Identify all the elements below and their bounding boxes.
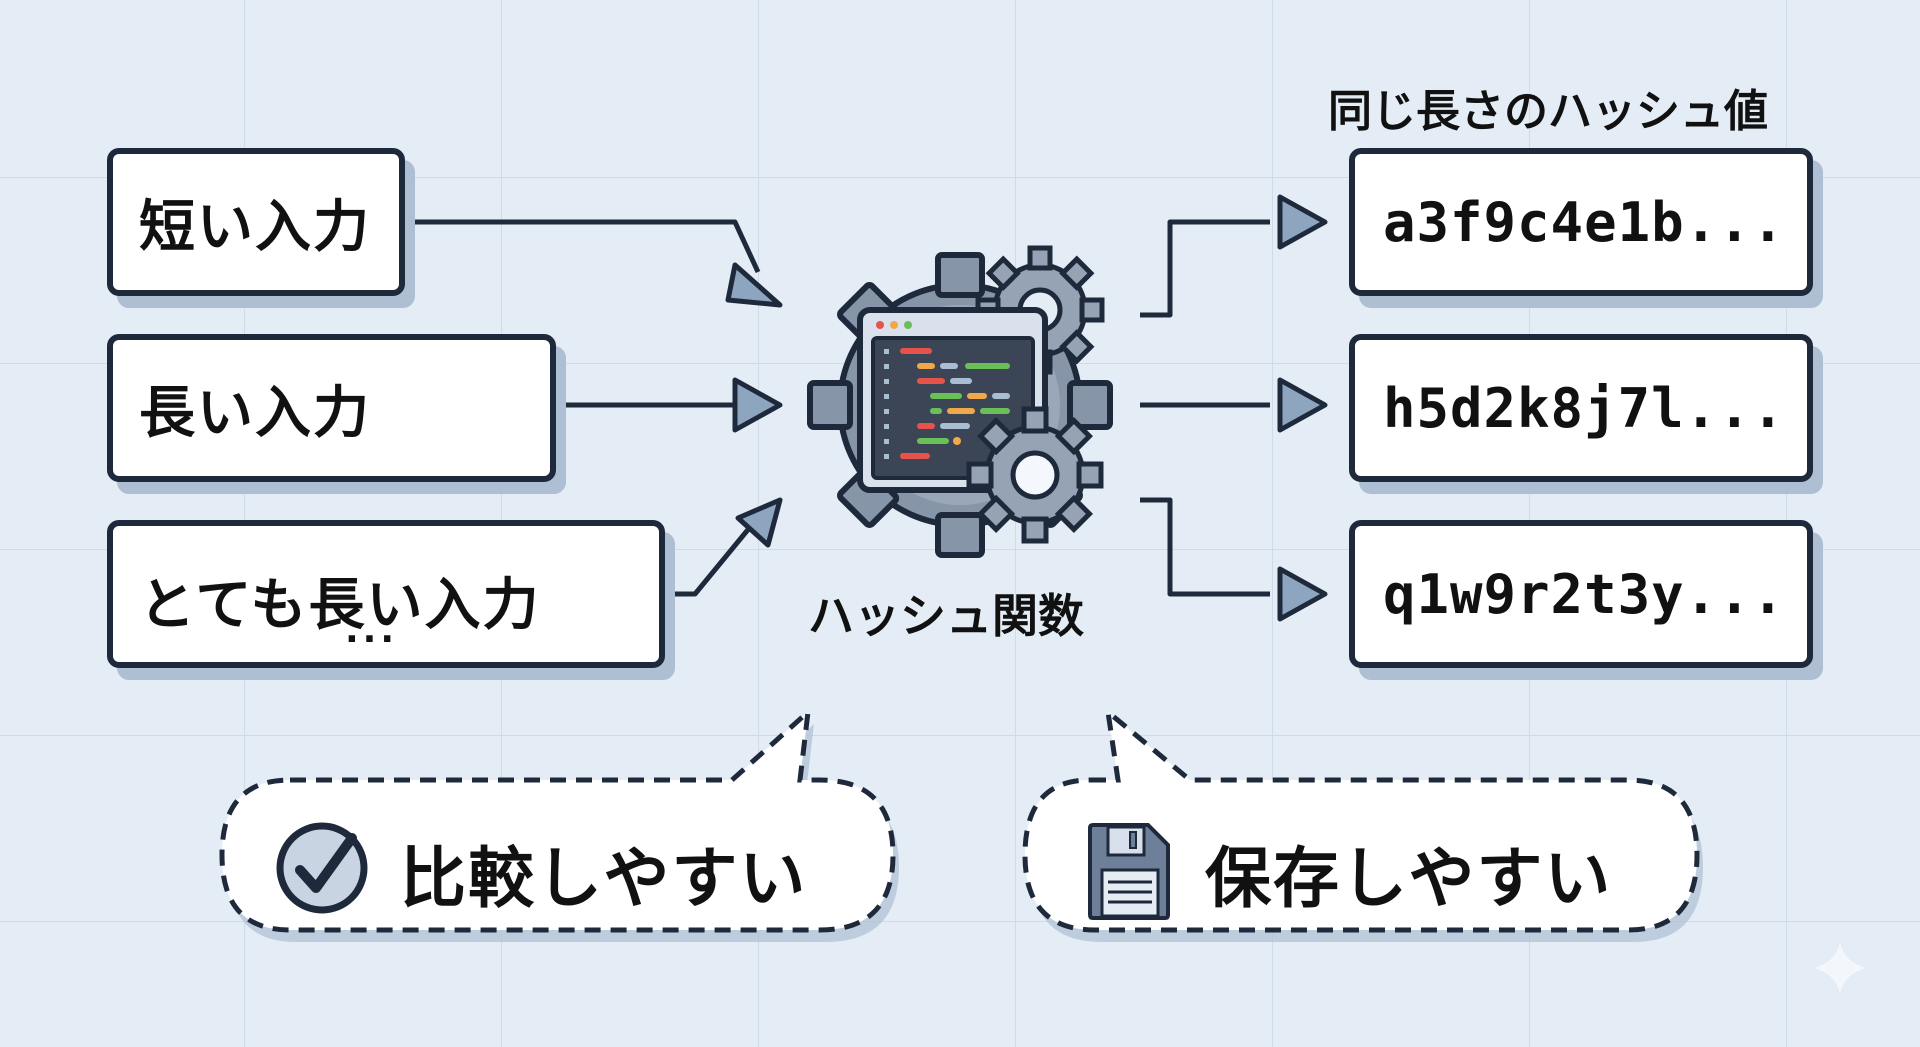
input-box-long: 長い入力: [107, 334, 556, 482]
arrow-very-long-input: [665, 513, 762, 597]
input-label-long: 長い入力: [139, 380, 371, 446]
bubble-store-shape: [1022, 705, 1703, 942]
code-lines: [884, 348, 1010, 459]
hash-value-3: q1w9r2t3y...: [1383, 562, 1786, 626]
arrowhead-3: [735, 497, 783, 548]
arrowhead-4: [1277, 194, 1328, 250]
outputs-title: 同じ長さのハッシュ値: [1328, 86, 1768, 137]
arrow-output-3: [1140, 497, 1270, 597]
hash-function-icon: [807, 245, 1113, 558]
bubble-compare-shape: [219, 705, 899, 942]
input-box-very-long: とても長い入力: [107, 520, 665, 668]
hash-value-1: a3f9c4e1b...: [1383, 190, 1786, 254]
benefit-store-label: 保存しやすい: [1205, 840, 1613, 917]
check-circle-icon: [276, 822, 368, 914]
hash-output-box-1: a3f9c4e1b...: [1349, 148, 1813, 296]
arrowhead-6: [1277, 566, 1328, 622]
hash-output-box-3: q1w9r2t3y...: [1349, 520, 1813, 668]
arrow-short-input: [404, 219, 761, 274]
input-continuation: ...: [345, 610, 399, 651]
hash-output-box-2: h5d2k8j7l...: [1349, 334, 1813, 482]
hash-value-2: h5d2k8j7l...: [1383, 376, 1786, 440]
input-label-short: 短い入力: [139, 194, 371, 260]
hash-function-label: ハッシュ関数: [808, 589, 1084, 643]
arrowhead-5: [1277, 377, 1328, 433]
arrowhead-1: [725, 262, 783, 308]
floppy-disk-icon: [1088, 823, 1170, 920]
input-label-very-long: とても長い入力: [139, 573, 541, 638]
sparkle-icon: [1814, 942, 1866, 994]
arrow-output-1: [1140, 219, 1270, 318]
input-box-short: 短い入力: [107, 148, 405, 296]
arrowhead-2: [732, 377, 783, 433]
benefit-compare-label: 比較しやすい: [400, 840, 808, 917]
